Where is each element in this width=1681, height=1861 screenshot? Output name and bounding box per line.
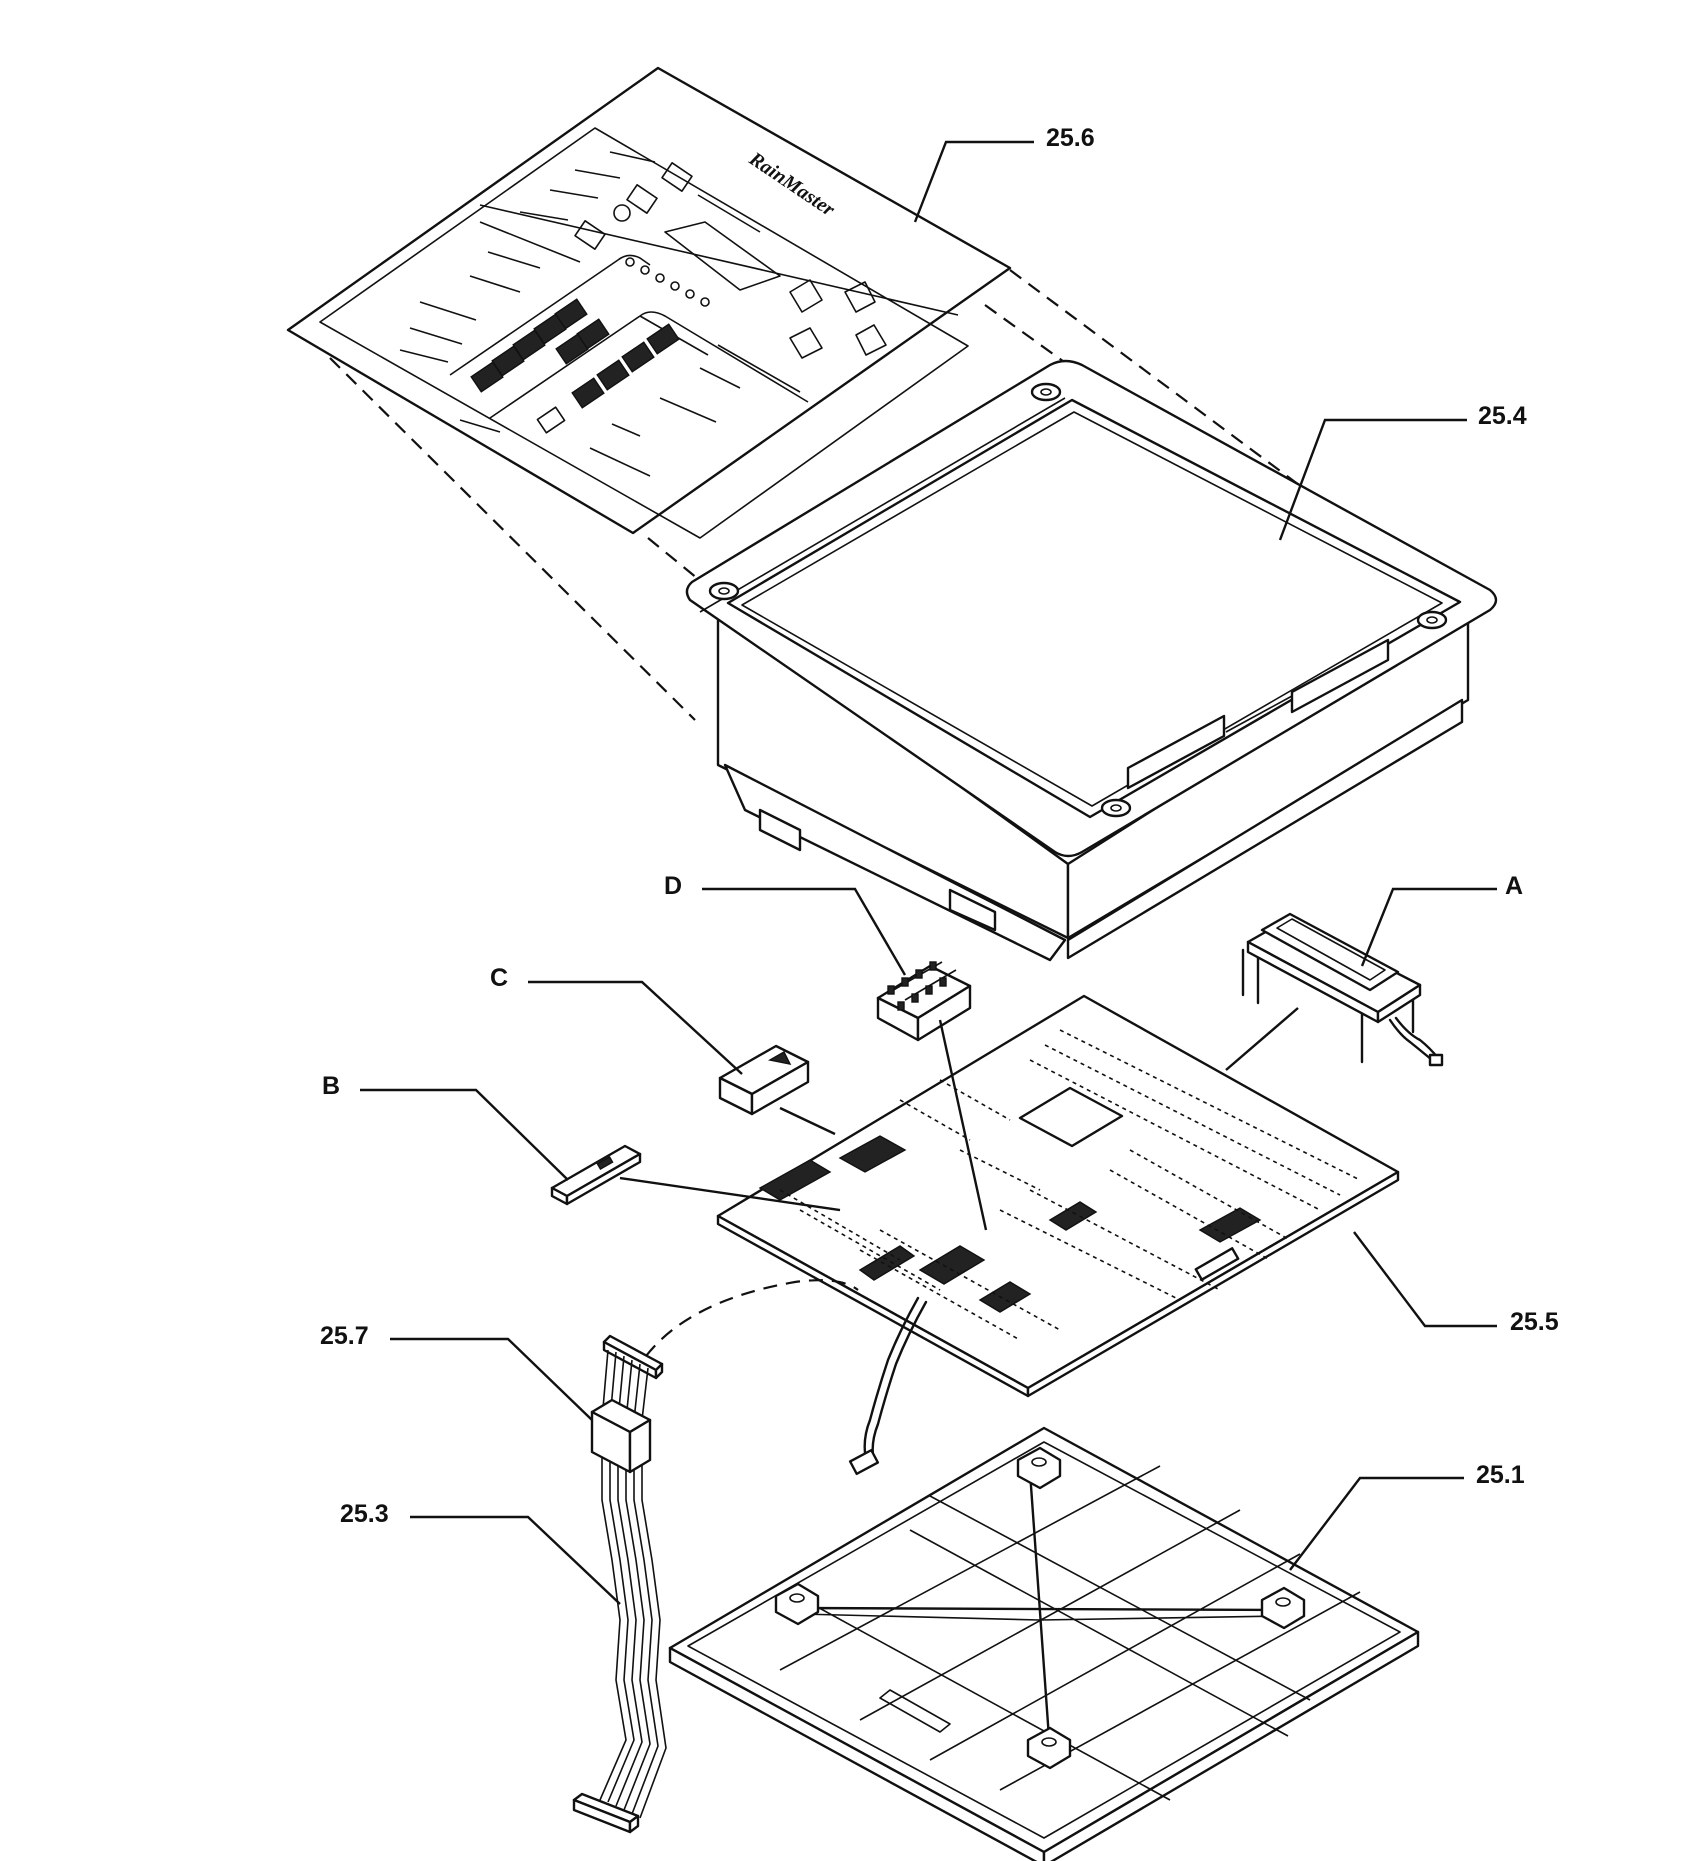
- callout-label-faceplate: 25.6: [1046, 124, 1095, 152]
- callout-label-circuit-board: 25.5: [1510, 1308, 1559, 1336]
- lcd-display-module: [1241, 912, 1444, 1067]
- callout-label-component-b: B: [322, 1072, 340, 1100]
- circuit-board: [716, 994, 1400, 1476]
- base-mount-boss: [774, 1446, 1306, 1770]
- callout-label-top-housing: 25.4: [1478, 402, 1527, 430]
- component-b: [550, 1144, 642, 1206]
- callout-label-connector-d: D: [664, 872, 682, 900]
- connector-d: [876, 961, 972, 1042]
- callout-label-base-plate: 25.1: [1476, 1461, 1525, 1489]
- assembly-leader-lines: [619, 1007, 1299, 1357]
- top-housing: [685, 359, 1498, 962]
- callout-label-cable-assembly: 25.3: [340, 1500, 389, 1528]
- pcb-components: [758, 1029, 1361, 1341]
- component-c: [718, 1044, 810, 1116]
- ribbon-cable-assembly: [572, 1334, 667, 1834]
- callout-leaders: [360, 140, 1497, 1605]
- pcb-pad-rows: [779, 1029, 1361, 1341]
- housing-screw-boss: [708, 382, 1448, 818]
- faceplate-display-window: [664, 221, 781, 291]
- callout-label-display-module: A: [1505, 872, 1523, 900]
- base-plate: [668, 1426, 1420, 1861]
- faceplate-printed-legends: [399, 151, 801, 477]
- callout-label-component-c: C: [490, 964, 508, 992]
- callout-label-ribbon-cable: 25.7: [320, 1322, 369, 1350]
- faceplate-keys: [470, 162, 887, 434]
